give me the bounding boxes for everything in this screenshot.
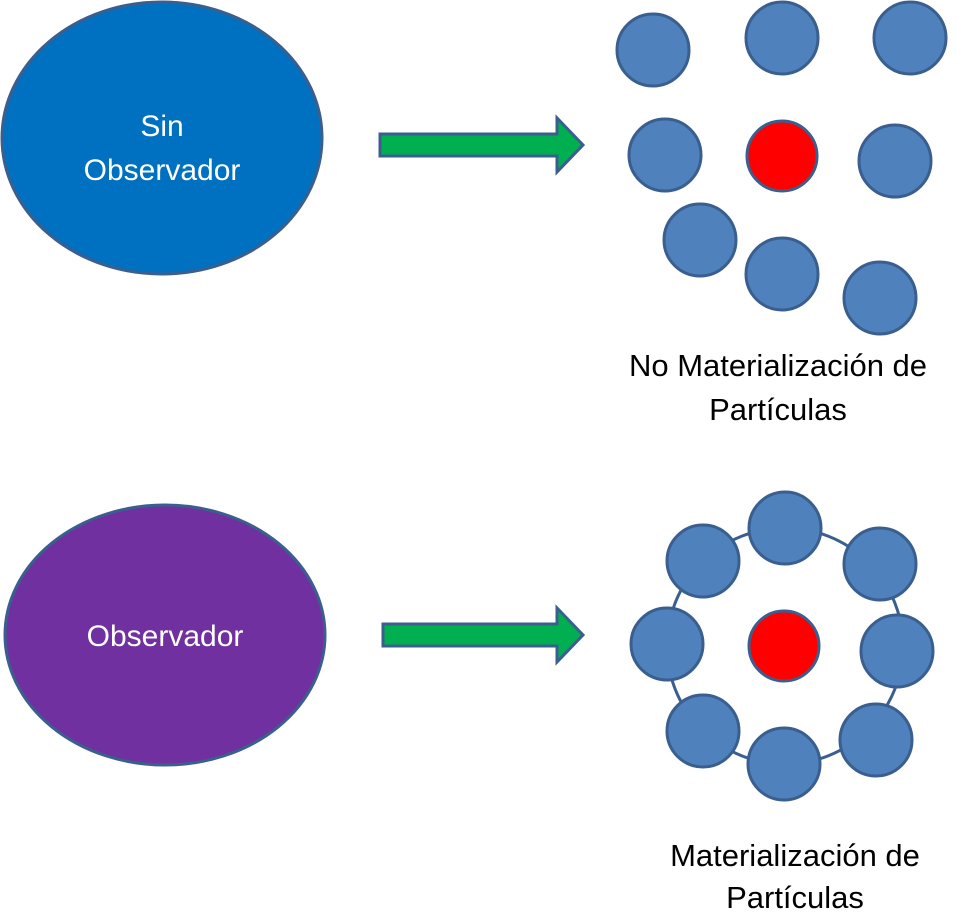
particle	[744, 236, 820, 312]
particle	[872, 0, 948, 76]
no-observer-ellipse	[0, 0, 324, 276]
particle	[859, 613, 935, 689]
particle	[842, 526, 918, 602]
no-observer-group: Sin Observador	[0, 0, 324, 276]
materialization-caption-line1: Materialización de	[670, 838, 920, 873]
particle	[744, 0, 820, 76]
no-observer-label-line1: Sin	[140, 110, 183, 143]
top-arrow-icon	[378, 114, 586, 176]
particle	[662, 202, 738, 278]
particle	[746, 726, 822, 802]
materialization-caption-line2: Partículas	[726, 880, 864, 912]
observer-label: Observador	[87, 620, 244, 653]
particle	[665, 523, 741, 599]
nucleus	[745, 119, 819, 193]
particle	[615, 12, 691, 88]
particle	[838, 702, 914, 778]
orbiting-particles	[629, 490, 935, 802]
no-materialization-caption-line1: No Materialización de	[629, 348, 927, 383]
observer-ellipse	[3, 503, 327, 767]
no-materialization-caption-line2: Partículas	[709, 392, 847, 427]
particle	[747, 490, 823, 566]
particle	[665, 693, 741, 769]
nucleus	[747, 609, 821, 683]
no-observer-label-line2: Observador	[84, 154, 241, 187]
bottom-arrow-icon	[381, 604, 586, 666]
particle	[842, 260, 918, 336]
particle	[857, 123, 933, 199]
scattered-particles	[615, 0, 948, 336]
particle	[627, 117, 703, 193]
observer-group: Observador	[3, 503, 327, 767]
particle	[629, 606, 705, 682]
